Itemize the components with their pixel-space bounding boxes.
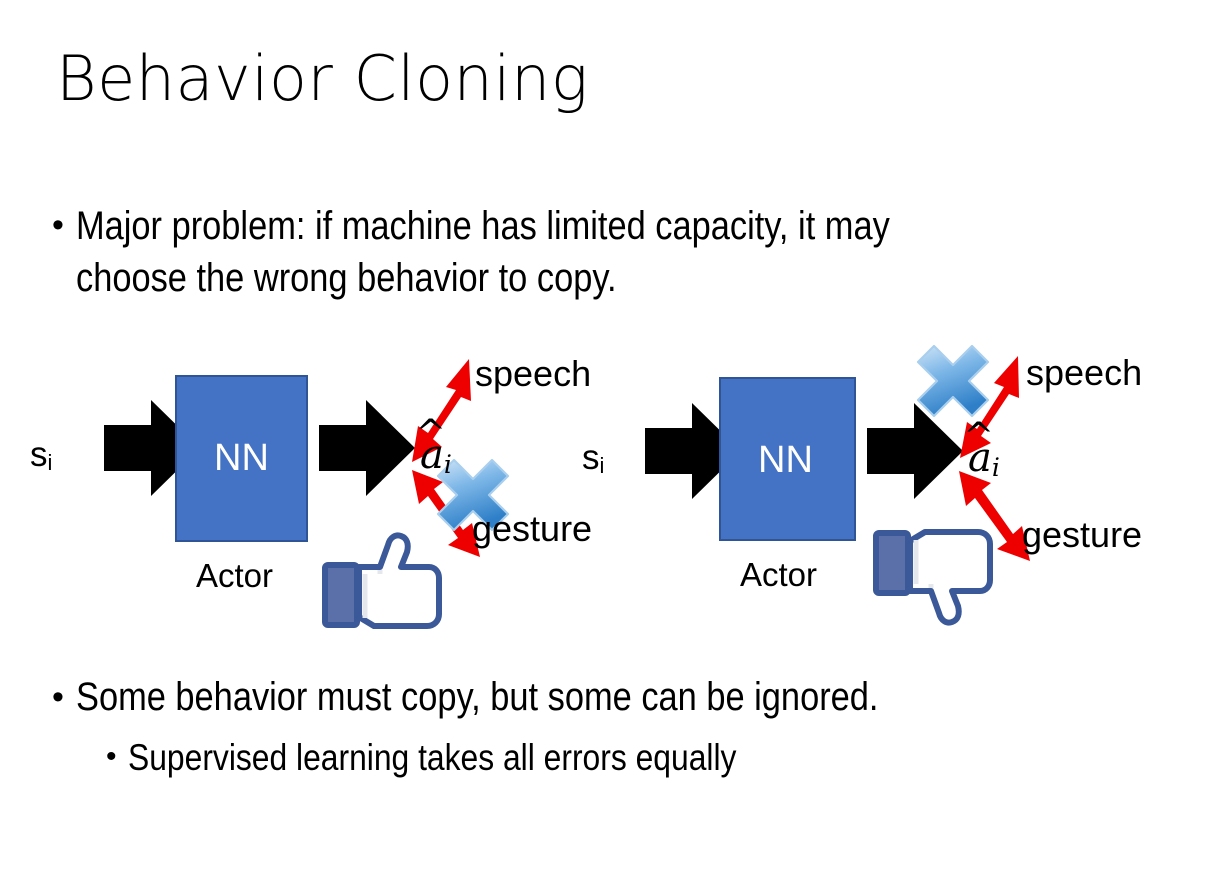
nn-box-label: NN (758, 439, 813, 481)
speech-double-arrow-icon (412, 359, 471, 462)
nn-box (719, 377, 856, 541)
output-label-a-hat: ^ai (415, 411, 452, 479)
actor-caption: Actor (740, 556, 818, 593)
diagram-1-graphics (104, 359, 510, 629)
nn-box (175, 375, 308, 542)
bullet-marker: • (106, 740, 117, 773)
output-label-a-hat: ^ai (963, 414, 1000, 482)
actor-caption: Actor (196, 557, 274, 594)
hat-accent: ^ (963, 414, 995, 458)
cross-icon-speech (916, 344, 990, 418)
bullet-major-problem: • Major problem: if machine has limited … (52, 200, 1162, 304)
bullet-some-behavior: • Some behavior must copy, but some can … (52, 672, 1182, 722)
diagram-2-graphics (645, 344, 1030, 626)
page-title: Behavior Cloning (56, 42, 589, 115)
bullet-supervised-learning: • Supervised learning takes all errors e… (106, 734, 1186, 782)
branch-label-speech: speech (475, 353, 592, 394)
bullet-marker: • (52, 206, 64, 244)
branch-label-speech: speech (1026, 352, 1143, 393)
diagram-behavior-cloning-wrong: si NN ^ai speech gesture Actor (560, 338, 1200, 638)
speech-double-arrow-icon (960, 356, 1019, 458)
bullet-marker: • (52, 678, 64, 716)
bullet-text: Major problem: if machine has limited ca… (75, 204, 900, 300)
input-arrow-icon (104, 400, 200, 496)
gesture-double-arrow-icon (959, 471, 1030, 561)
bullet-text: Supervised learning takes all errors equ… (127, 737, 736, 778)
diagram-behavior-cloning-correct: si NN ^ai speech gesture Actor (14, 338, 614, 638)
thumbs-up-icon (322, 532, 442, 629)
bullet-text: Some behavior must copy, but some can be… (75, 675, 879, 719)
hat-accent: ^ (415, 411, 447, 455)
output-arrow-icon (319, 400, 415, 496)
thumbs-down-icon (873, 529, 993, 626)
output-arrow-icon (867, 403, 963, 499)
input-label-s: si (30, 435, 53, 475)
branch-label-gesture: gesture (1022, 514, 1143, 555)
cross-icon-gesture (436, 458, 510, 532)
branch-label-gesture: gesture (472, 508, 593, 549)
nn-box-label: NN (214, 437, 269, 479)
input-label-s: si (582, 438, 605, 478)
input-arrow-icon (645, 403, 741, 499)
